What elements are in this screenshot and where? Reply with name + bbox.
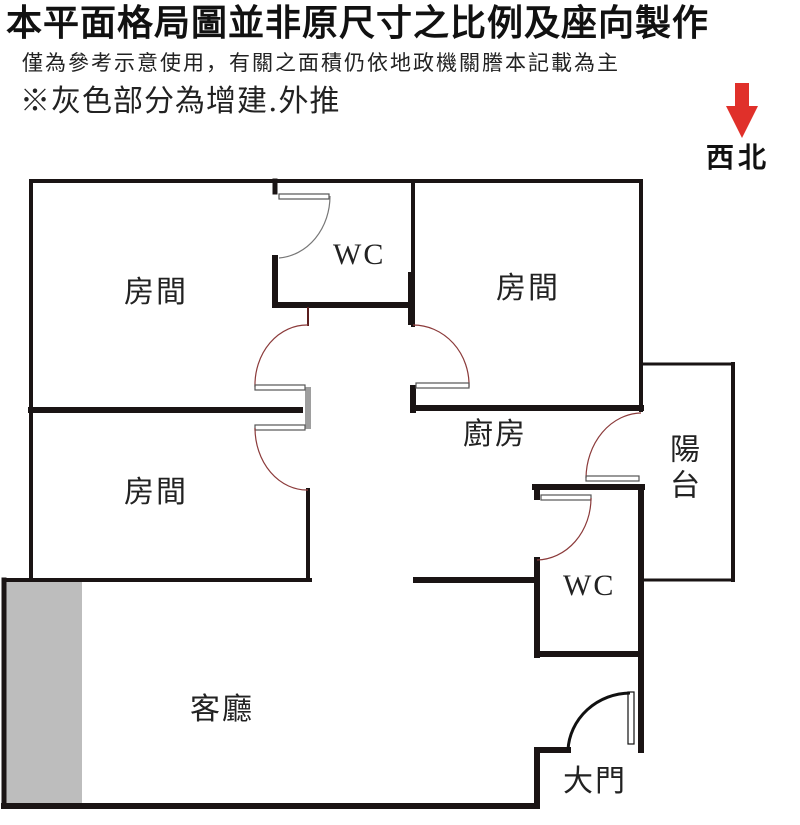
room-label-wc-bottom: WC [563, 569, 616, 602]
room-label-kitchen: 廚房 [463, 417, 527, 452]
extension-note: ※灰色部分為增建.外推 [20, 84, 341, 119]
orientation-label: 西北 [706, 141, 771, 174]
room-label-bedroom-top-left: 房間 [124, 275, 188, 310]
extension-area [4, 580, 82, 805]
plan-disclaimer-subtitle: 僅為參考示意使用，有關之面積仍依地政機關謄本記載為主 [22, 51, 620, 75]
room-label-main-entrance: 大門 [563, 764, 627, 799]
room-label-living-room: 客廳 [190, 692, 254, 727]
room-label-wc-top: WC [333, 238, 386, 271]
main-door [566, 691, 635, 751]
plan-disclaimer-title: 本平面格局圖並非原尺寸之比例及座向製作 [6, 3, 710, 44]
room-label-balcony: 陽台 [664, 433, 699, 505]
door-swings [254, 193, 642, 561]
arrow-down-icon [726, 83, 758, 138]
walls [1, 178, 735, 809]
room-label-bedroom-middle-left: 房間 [124, 475, 188, 510]
room-label-bedroom-top-right: 房間 [496, 271, 560, 306]
